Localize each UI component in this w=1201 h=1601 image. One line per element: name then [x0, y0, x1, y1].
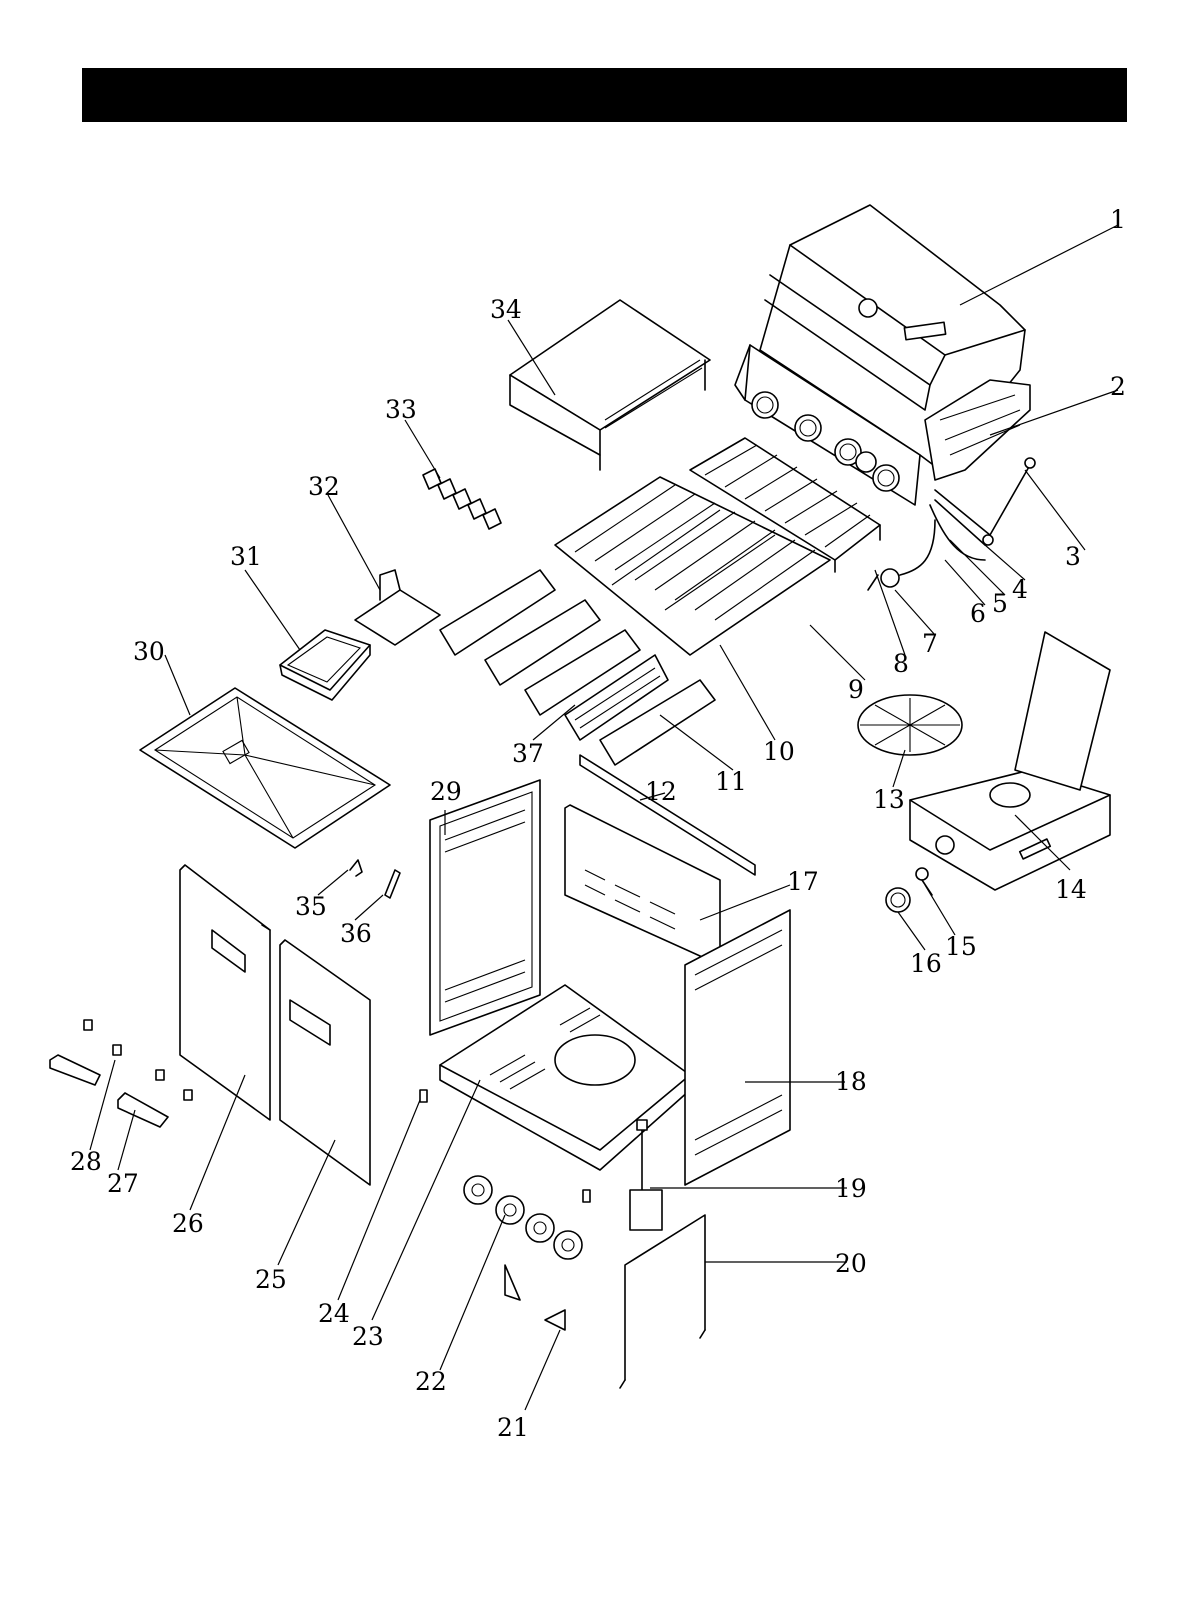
part-label: 37: [512, 739, 544, 768]
part-label: 24: [318, 1299, 350, 1328]
part-label: 7: [922, 629, 938, 658]
part-label: 3: [1065, 542, 1081, 571]
part-label: 8: [893, 649, 909, 678]
part-label: 28: [70, 1147, 102, 1176]
small-hardware-drawing: [350, 860, 400, 898]
part-label: 33: [385, 395, 417, 424]
part-label: 12: [645, 777, 677, 806]
part-label: 34: [490, 295, 522, 324]
part-label: 15: [945, 932, 977, 961]
part-label: 32: [308, 472, 340, 501]
part-label: 5: [992, 589, 1008, 618]
part-label: 22: [415, 1367, 447, 1396]
part-label: 27: [107, 1169, 139, 1198]
part-label: 9: [848, 675, 864, 704]
part-label: 31: [230, 542, 262, 571]
part-label: 30: [133, 637, 165, 666]
part-label: 6: [970, 599, 986, 628]
part-label: 4: [1012, 575, 1028, 604]
part-label: 21: [497, 1413, 529, 1442]
part-label: 25: [255, 1265, 287, 1294]
cooking-grates-drawing: [555, 438, 880, 655]
part-label: 19: [835, 1174, 867, 1203]
tank-bracket-drawing: [630, 1120, 662, 1230]
part-label: 29: [430, 777, 462, 806]
part-label: 20: [835, 1249, 867, 1278]
bracket-drawing: [355, 570, 440, 645]
part-label: 1: [1110, 205, 1126, 234]
part-label: 2: [1110, 372, 1126, 401]
part-label: 36: [340, 919, 372, 948]
handles-drawing: [50, 1020, 192, 1127]
part-label: 23: [352, 1322, 384, 1351]
part-label: 16: [910, 949, 942, 978]
part-label: 17: [787, 867, 819, 896]
part-label: 11: [715, 767, 747, 796]
warming-rack-drawing: [510, 300, 710, 470]
left-side-panel-drawing: [430, 780, 540, 1035]
part-label: 10: [763, 737, 795, 766]
part-label: 26: [172, 1209, 204, 1238]
part-label: 35: [295, 892, 327, 921]
part-label: 13: [873, 785, 905, 814]
doors-drawing: [180, 865, 370, 1185]
control-knobs-drawing: [423, 469, 501, 529]
frame-drawing: [620, 1215, 705, 1388]
grease-tray-drawing: [140, 688, 390, 848]
part-label: 18: [835, 1067, 867, 1096]
part-label: 14: [1055, 875, 1087, 904]
